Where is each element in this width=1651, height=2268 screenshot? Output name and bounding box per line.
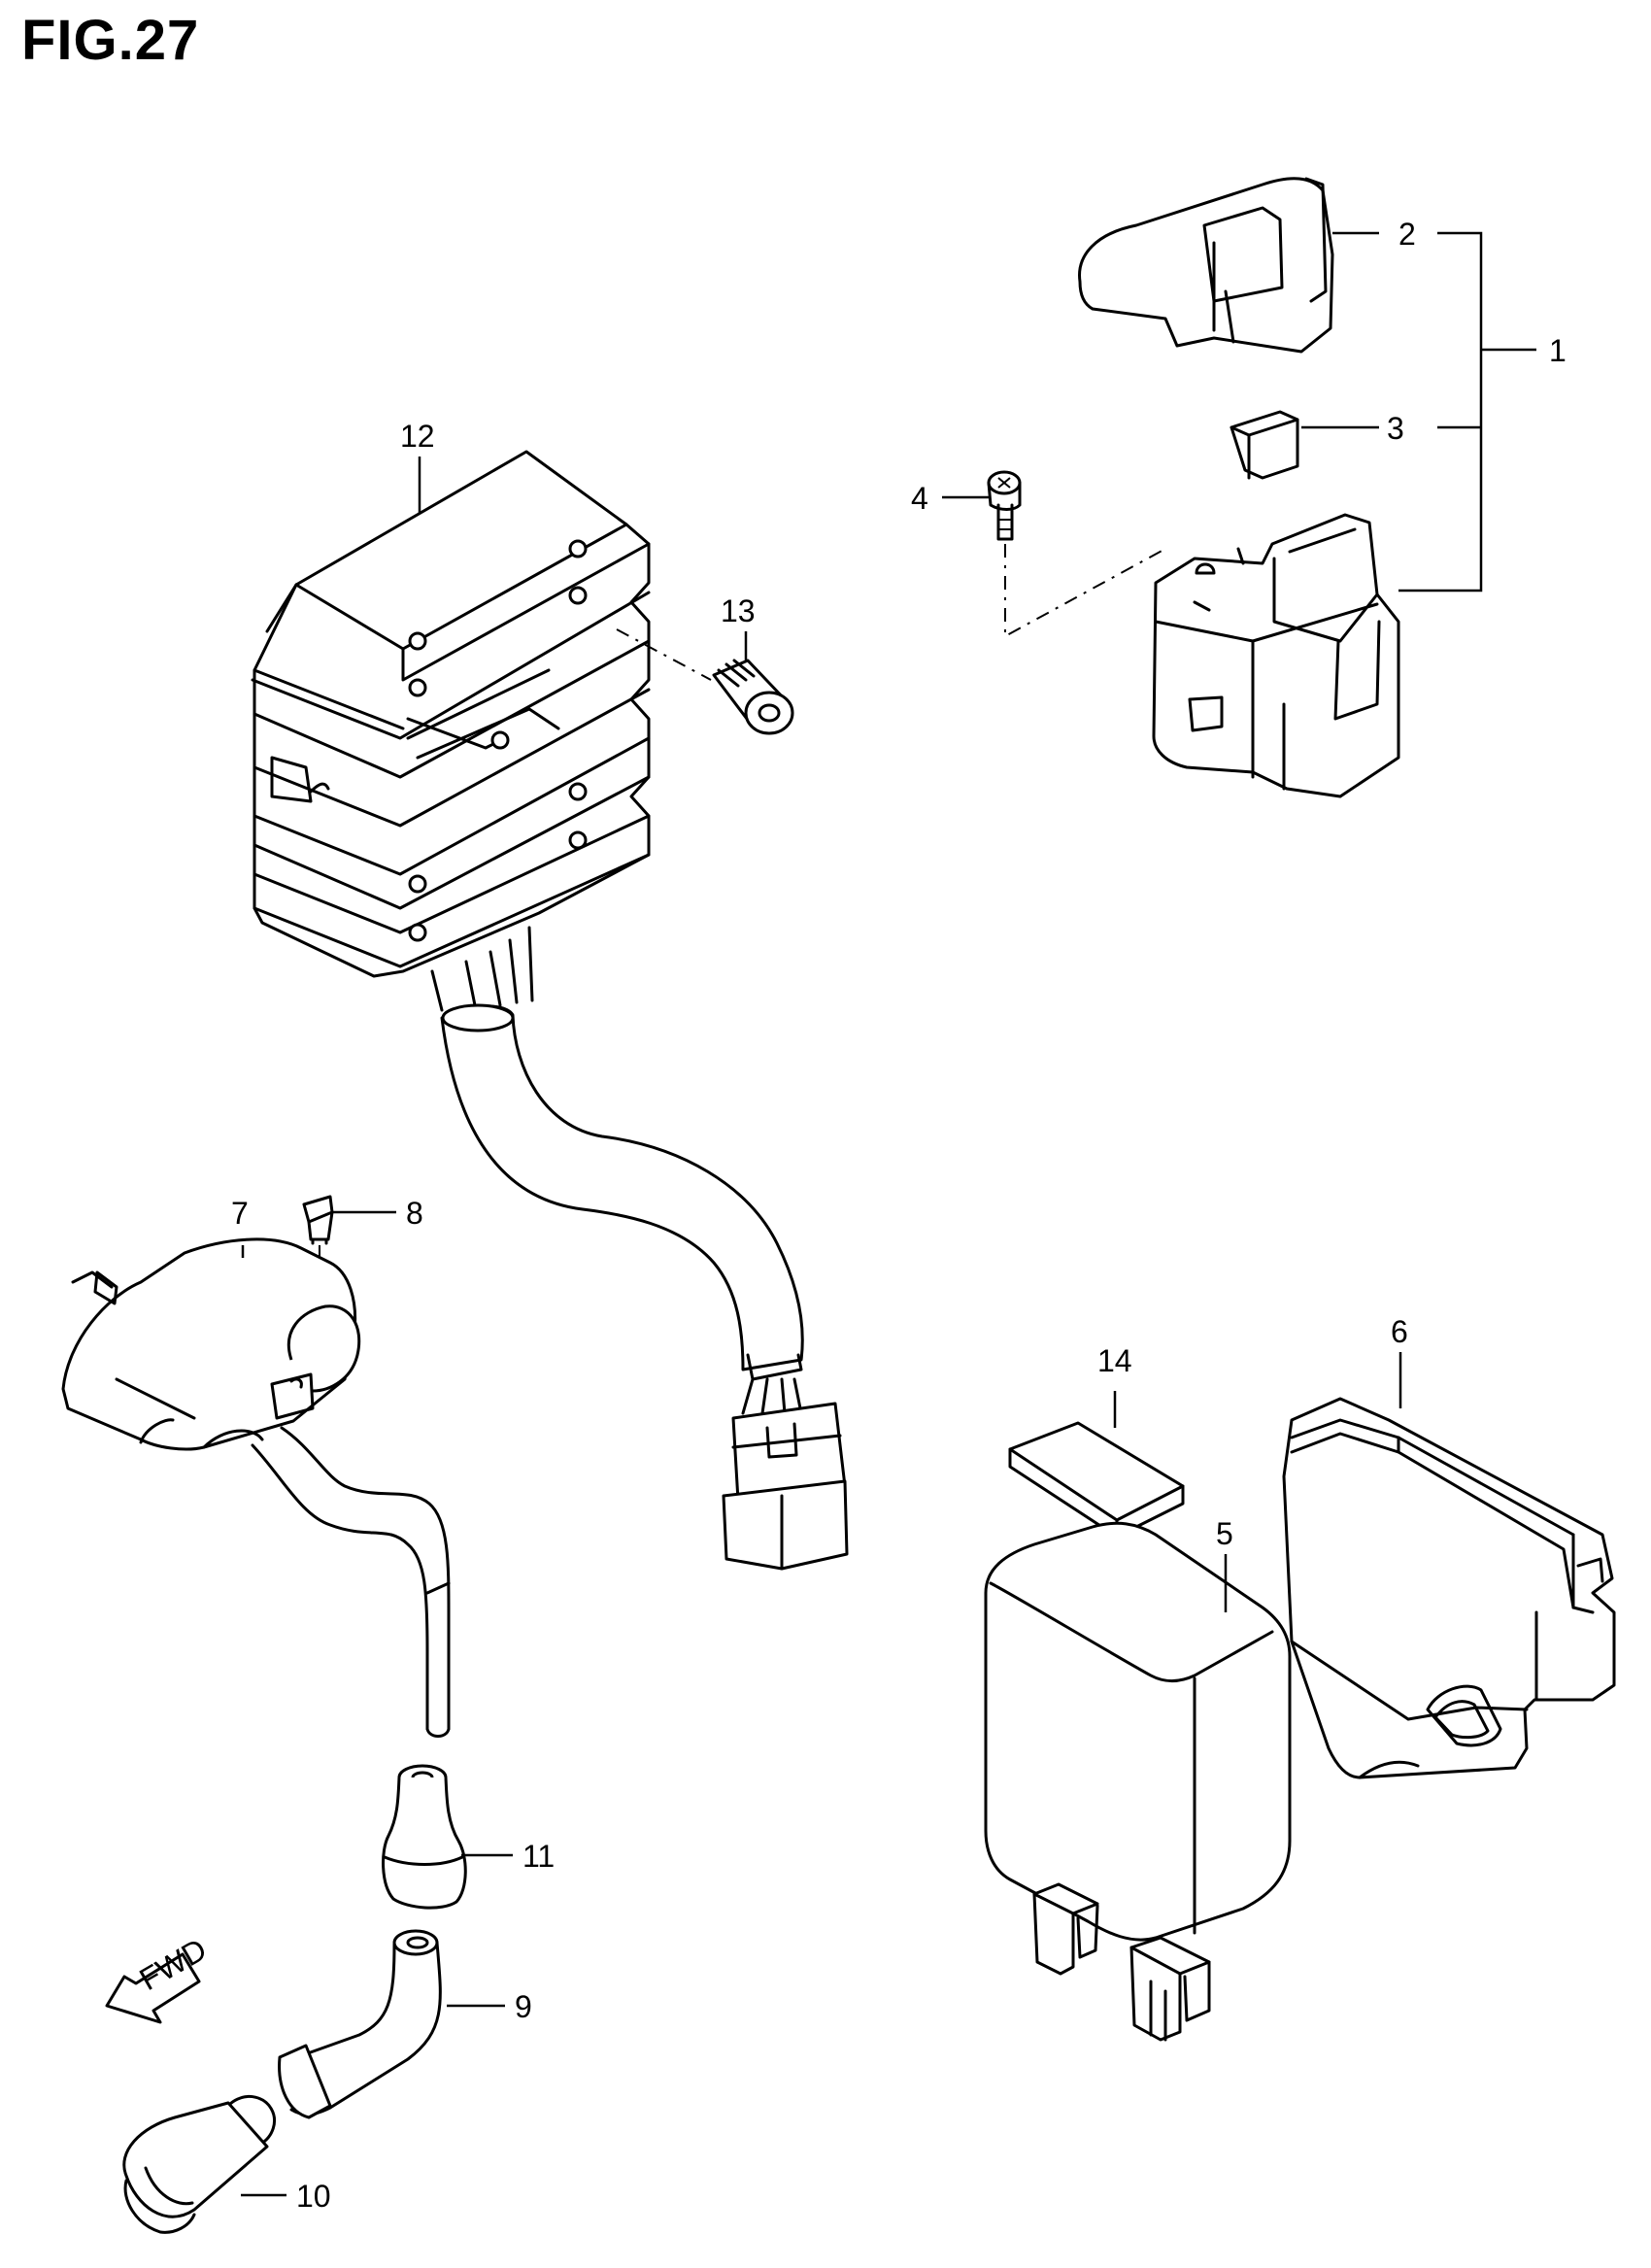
part-10-boot xyxy=(122,2094,277,2234)
callout-8: 8 xyxy=(406,1196,423,1231)
figure-title: FIG.27 xyxy=(21,9,200,72)
part-1-starter-relay xyxy=(1152,513,1400,798)
part-9-plug-cap xyxy=(278,1929,442,2119)
fwd-direction-arrow xyxy=(105,1952,201,2024)
part-11-grommet xyxy=(382,1764,467,1910)
callout-9: 9 xyxy=(515,1989,532,2024)
callout-13: 13 xyxy=(721,593,756,628)
callout-5: 5 xyxy=(1216,1516,1233,1551)
leader-lines xyxy=(241,231,1536,2197)
part-2-relay-cover xyxy=(1078,177,1334,354)
callout-1: 1 xyxy=(1549,333,1567,368)
callout-12: 12 xyxy=(400,419,435,454)
callout-7: 7 xyxy=(231,1196,249,1231)
part-5-cdi-unit xyxy=(984,1521,1292,2042)
part-6-cdi-holder xyxy=(1282,1397,1616,1779)
callout-10: 10 xyxy=(296,2179,331,2214)
callout-3: 3 xyxy=(1387,411,1404,446)
callout-2: 2 xyxy=(1398,217,1416,252)
part-13-bolt xyxy=(616,628,794,735)
part-14-pad xyxy=(1008,1421,1185,1539)
part-4-screw xyxy=(987,470,1166,638)
part-3-fuse xyxy=(1230,410,1299,480)
callout-6: 6 xyxy=(1391,1314,1408,1349)
part-12-regulator-rectifier xyxy=(251,450,849,1571)
callout-4: 4 xyxy=(911,481,928,516)
callout-11: 11 xyxy=(522,1839,555,1874)
callout-14: 14 xyxy=(1097,1343,1132,1378)
part-7-ignition-coil xyxy=(61,1237,451,1738)
